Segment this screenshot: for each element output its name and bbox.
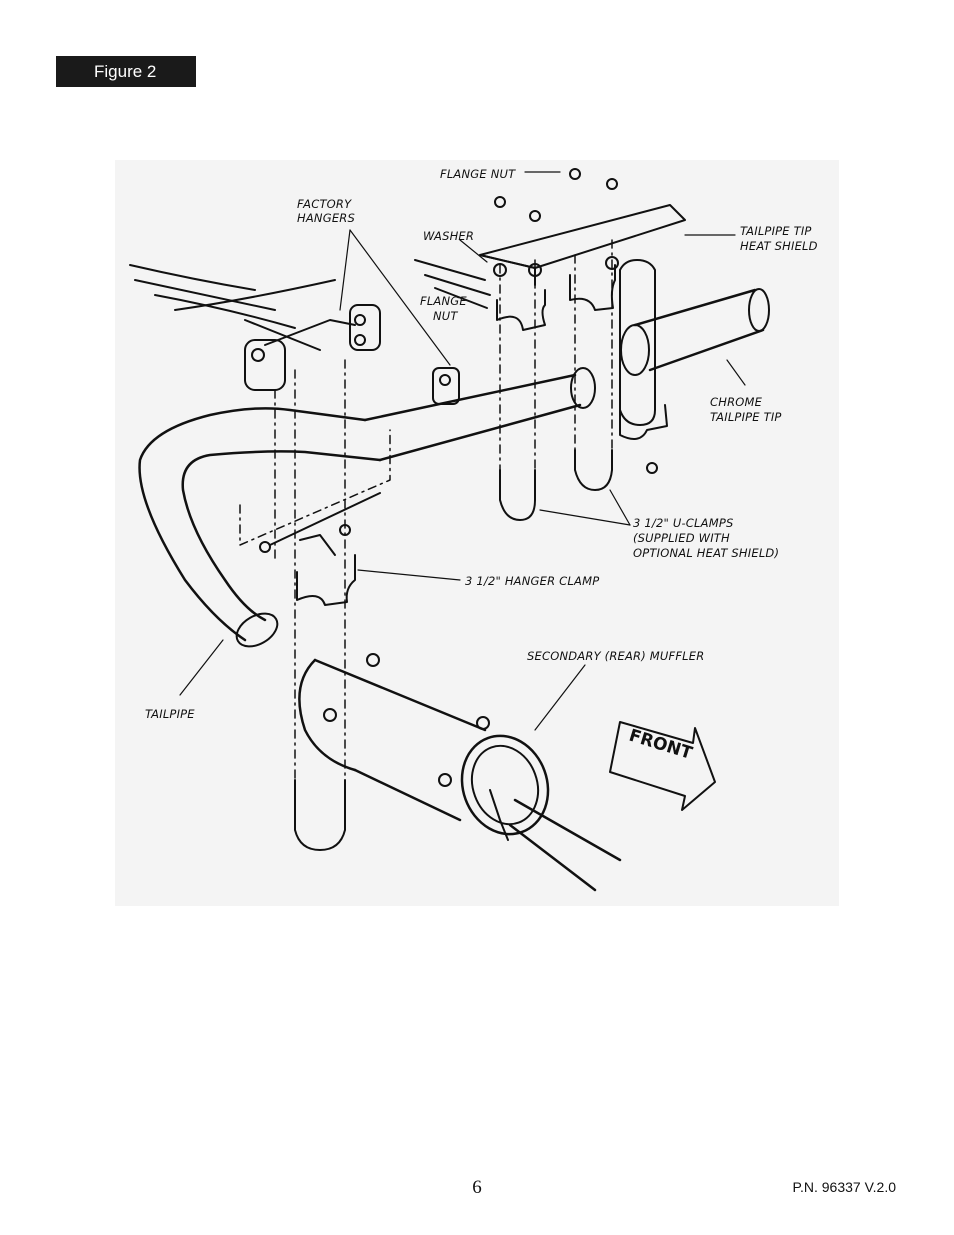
label-secondary-muffler: SECONDARY (REAR) MUFFLER xyxy=(527,649,704,663)
alignment-lines xyxy=(239,239,613,781)
label-u-clamps-line1: 3 1/2" U-CLAMPS xyxy=(633,516,733,530)
exhaust-installation-diagram: FLANGE NUT FACTORY HANGERS WASHER FLANGE… xyxy=(115,160,839,906)
label-u-clamps-line3: OPTIONAL HEAT SHIELD) xyxy=(633,546,779,560)
u-clamp-right xyxy=(574,449,613,491)
tailpipe-outer xyxy=(138,407,367,642)
label-factory-hangers-line2: HANGERS xyxy=(297,211,355,225)
factory-hanger-right xyxy=(349,304,381,351)
leader-lines xyxy=(179,171,746,731)
label-hanger-clamp: 3 1/2" HANGER CLAMP xyxy=(465,574,599,588)
frame-line xyxy=(154,294,296,329)
chrome-tailpipe-tip xyxy=(620,288,770,376)
label-flange-nut-mid-line1: FLANGE xyxy=(420,294,467,308)
hanger-clamp-3-5 xyxy=(259,492,381,606)
label-washer: WASHER xyxy=(423,229,474,243)
frame-line xyxy=(134,279,276,311)
label-tailpipe: TAILPIPE xyxy=(145,707,195,721)
frame-line xyxy=(174,279,336,311)
tailpipe-end xyxy=(570,367,596,409)
frame-line xyxy=(129,264,256,291)
label-heat-shield-line2: HEAT SHIELD xyxy=(740,239,818,253)
label-flange-nut-top: FLANGE NUT xyxy=(440,167,516,181)
label-chrome-tip-line2: TAILPIPE TIP xyxy=(710,410,782,424)
factory-hanger-center xyxy=(432,367,460,405)
label-chrome-tip-line1: CHROME xyxy=(710,395,763,409)
label-u-clamps-line2: (SUPPLIED WITH xyxy=(633,531,730,545)
secondary-rear-muffler xyxy=(298,653,550,836)
label-front: FRONT xyxy=(627,726,695,764)
figure-tag: Figure 2 xyxy=(56,56,196,87)
heat-shield-bracket-left xyxy=(496,289,546,331)
heat-shield-bracket-right xyxy=(569,264,616,311)
u-clamp-tip xyxy=(619,259,656,426)
tailpipe-inner xyxy=(181,450,382,622)
part-number: P.N. 96337 V.2.0 xyxy=(792,1179,896,1195)
u-clamp-left xyxy=(499,469,536,521)
label-factory-hangers-line1: FACTORY xyxy=(297,197,352,211)
diagram-drawing: FLANGE NUT FACTORY HANGERS WASHER FLANGE… xyxy=(129,167,818,892)
chrome-tip-bracket-lower xyxy=(619,404,668,440)
u-clamp-muffler xyxy=(294,779,346,851)
tailpipe-inlet xyxy=(235,612,279,648)
label-flange-nut-mid-line2: NUT xyxy=(433,309,458,323)
label-heat-shield-line1: TAILPIPE TIP xyxy=(740,224,812,238)
factory-hanger-left xyxy=(244,319,356,391)
front-arrow xyxy=(609,721,716,811)
page-number: 6 xyxy=(472,1177,482,1198)
